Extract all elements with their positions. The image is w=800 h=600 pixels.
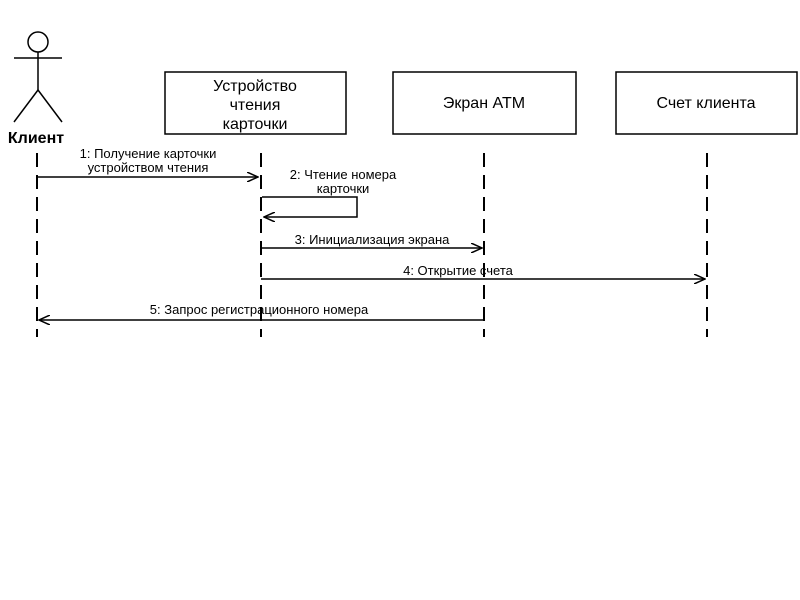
- message-4-label: 4: Открытие счета: [403, 263, 514, 278]
- message-2-label-line2: карточки: [317, 181, 370, 196]
- object-label-card-reader-line2: чтения: [230, 97, 281, 114]
- message-2-self-arrow: [262, 196, 358, 217]
- object-label-card-reader-line1: Устройство: [213, 78, 297, 95]
- message-1-label-line2: устройством чтения: [88, 160, 209, 175]
- object-box-atm-screen: [392, 71, 577, 135]
- message-5-label: 5: Запрос регистрационного номера: [150, 302, 369, 317]
- actor-right-leg: [37, 89, 63, 123]
- object-box-card-reader: [164, 71, 347, 135]
- message-2-label-line1: 2: Чтение номера: [290, 167, 397, 182]
- actor-label: Клиент: [8, 130, 64, 147]
- message-3-label: 3: Инициализация экрана: [295, 232, 451, 247]
- object-box-account: [615, 71, 798, 135]
- actor-stick-figure-icon: [13, 31, 63, 123]
- object-atm-screen: Экран ATM: [392, 71, 577, 135]
- message-1-label-line1: 1: Получение карточки: [80, 146, 217, 161]
- object-label-account: Счет клиента: [656, 95, 755, 112]
- object-card-reader: Устройство чтения карточки: [164, 71, 347, 135]
- object-label-card-reader-line3: карточки: [223, 116, 288, 133]
- object-label-atm-screen: Экран ATM: [443, 95, 525, 112]
- actor-head: [27, 31, 49, 53]
- object-account: Счет клиента: [615, 71, 798, 135]
- actor-left-leg: [13, 89, 39, 123]
